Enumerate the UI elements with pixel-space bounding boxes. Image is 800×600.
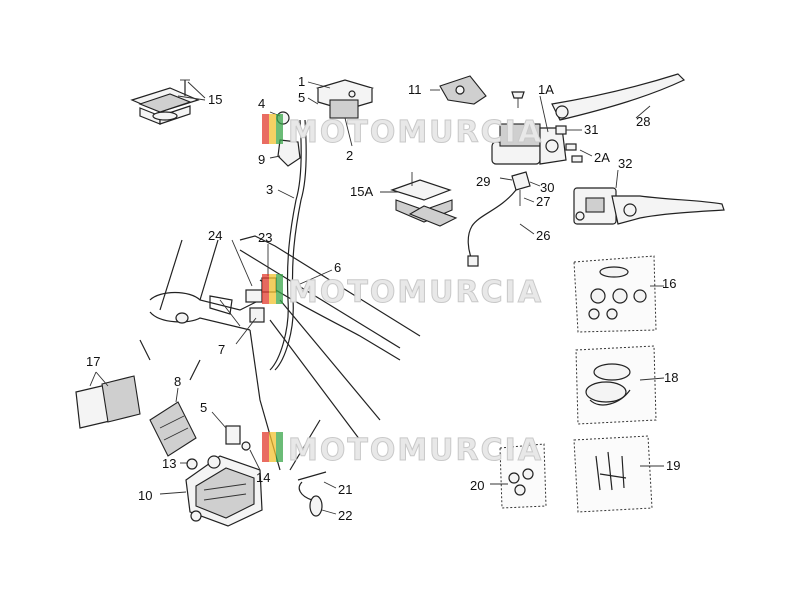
callout-10: 10 [138, 488, 152, 503]
callout-22: 22 [338, 508, 352, 523]
part-1a-master-cylinder [491, 91, 567, 165]
part-26-switch-wire [467, 189, 535, 267]
svg-text:MOTOMURCIA: MOTOMURCIA [288, 433, 543, 468]
callout-21: 21 [338, 482, 352, 497]
callout-9: 9 [258, 152, 265, 167]
watermark-motomurcia-bottom: MOTOMURCIA [262, 432, 543, 469]
part-19-pin-kit-bag [573, 435, 664, 513]
callout-26: 26 [536, 228, 550, 243]
callout-2a: 2A [594, 150, 610, 165]
callout-8: 8 [174, 374, 181, 389]
part-8-pad-spring [149, 387, 197, 457]
callout-28: 28 [636, 114, 650, 129]
callout-5-bottom: 5 [200, 400, 207, 415]
callout-14: 14 [256, 470, 270, 485]
svg-text:MOTOMURCIA: MOTOMURCIA [288, 115, 543, 150]
svg-text:MOTOMURCIA: MOTOMURCIA [288, 275, 543, 310]
part-17-brake-pads [75, 371, 141, 429]
part-28-brake-lever [551, 73, 686, 121]
part-16-seal-kit-bag [573, 255, 664, 333]
callout-1a: 1A [538, 82, 554, 97]
part-6-leader [299, 269, 333, 285]
part-15a-reservoir-cover [380, 172, 458, 227]
callout-32: 32 [618, 156, 632, 171]
callout-15a: 15A [350, 184, 373, 199]
callout-15: 15 [208, 92, 222, 107]
callout-31: 31 [584, 122, 598, 137]
callout-27: 27 [536, 194, 550, 209]
part-15-reservoir-cover [130, 79, 206, 125]
callout-17: 17 [86, 354, 100, 369]
watermark-motomurcia-middle: MOTOMURCIA [262, 274, 543, 311]
watermark-motomurcia-top: MOTOMURCIA [262, 114, 543, 151]
callout-4: 4 [258, 96, 265, 111]
part-2a-screws [565, 143, 593, 163]
part-5-hose-end [211, 411, 241, 445]
callout-16: 16 [662, 276, 676, 291]
part-9-hose-fitting [269, 139, 301, 167]
part-10-brake-caliper [159, 455, 263, 527]
part-18-repair-kit-bag [575, 345, 665, 425]
callout-20: 20 [470, 478, 484, 493]
part-7-leader [235, 317, 257, 345]
callout-29: 29 [476, 174, 490, 189]
callout-3: 3 [266, 182, 273, 197]
callout-2: 2 [346, 148, 353, 163]
part-31-pivot-bolt [555, 125, 582, 135]
callout-labels: 1 1A 2 2A 3 4 5 5 6 7 8 9 10 11 13 14 15… [86, 74, 680, 523]
callout-5-top: 5 [298, 90, 305, 105]
callout-11: 11 [408, 82, 422, 97]
callout-18: 18 [664, 370, 678, 385]
callout-13: 13 [162, 456, 176, 471]
part-1-master-cylinder-cap [307, 79, 375, 147]
part-21-22-pin-clip [297, 471, 337, 517]
callout-19: 19 [666, 458, 680, 473]
callout-7: 7 [218, 342, 225, 357]
part-13-bleed-screw [180, 458, 198, 470]
callout-1: 1 [298, 74, 305, 89]
part-14-washer [241, 441, 261, 471]
part-20-screw-kit-bag [490, 443, 547, 509]
callout-23: 23 [258, 230, 272, 245]
part-29-30-27-switch [499, 171, 541, 206]
callout-30: 30 [540, 180, 554, 195]
part-11-cover-plate [430, 75, 487, 105]
part-32-master-cylinder-lever [573, 169, 725, 225]
callout-6: 6 [334, 260, 341, 275]
callout-24: 24 [208, 228, 222, 243]
